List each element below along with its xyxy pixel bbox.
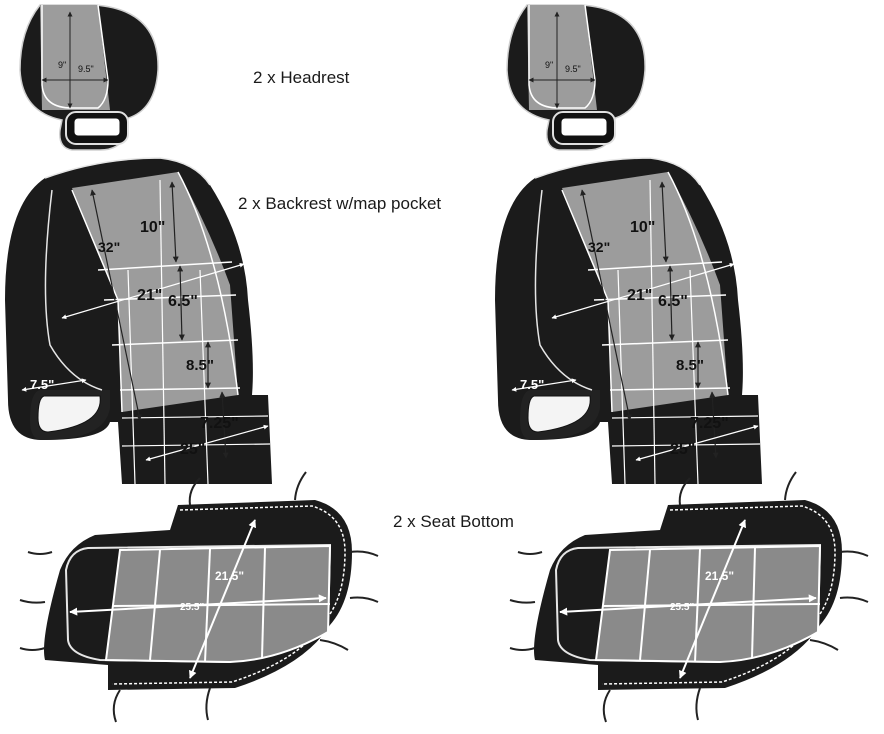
backrest-side-label: 7.5"	[30, 377, 54, 392]
seat-depth-label: 21.5"	[215, 569, 244, 583]
backrest-left: 32" 10" 21" 6.5" 8.5" 7.25" 25" 7.5"	[5, 158, 272, 484]
backrest-mid-panel-label: 6.5"	[168, 293, 198, 310]
backrest-side-label: 7.5"	[520, 377, 544, 392]
seat-bottom-label: 2 x Seat Bottom	[393, 512, 514, 531]
backrest-width-label: 21"	[137, 287, 162, 304]
seat-bottom-left: 21.5" 25.5"	[20, 472, 378, 722]
headrest-left: 9" 9.5"	[20, 5, 158, 150]
headrest-width-label: 9.5"	[78, 64, 94, 74]
headrest-label: 2 x Headrest	[253, 68, 350, 87]
seat-width-label: 25.5"	[670, 602, 694, 613]
seat-bottom-right: 21.5" 25.5"	[510, 472, 868, 722]
headrest-height-label: 9"	[545, 60, 553, 70]
backrest-top-panel-label: 10"	[140, 219, 165, 236]
backrest-lower-panel-label: 8.5"	[186, 357, 214, 374]
headrest-height-label: 9"	[58, 60, 66, 70]
seat-width-label: 25.5"	[180, 602, 204, 613]
backrest-lower-panel-label: 8.5"	[676, 357, 704, 374]
backrest-bottom-panel-label: 7.25"	[200, 415, 239, 432]
headrest-width-label: 9.5"	[565, 64, 581, 74]
backrest-right: 32" 10" 21" 6.5" 8.5" 7.25" 25" 7.5"	[495, 158, 762, 484]
seat-depth-label: 21.5"	[705, 569, 734, 583]
backrest-bottom-width-label: 25"	[670, 441, 695, 458]
backrest-width-label: 21"	[627, 287, 652, 304]
backrest-label: 2 x Backrest w/map pocket	[238, 194, 442, 213]
backrest-top-panel-label: 10"	[630, 219, 655, 236]
backrest-length-label: 32"	[588, 239, 610, 255]
backrest-bottom-width-label: 25"	[180, 441, 205, 458]
backrest-length-label: 32"	[98, 239, 120, 255]
backrest-mid-panel-label: 6.5"	[658, 293, 688, 310]
backrest-bottom-panel-label: 7.25"	[690, 415, 729, 432]
headrest-right: 9" 9.5"	[507, 5, 645, 150]
